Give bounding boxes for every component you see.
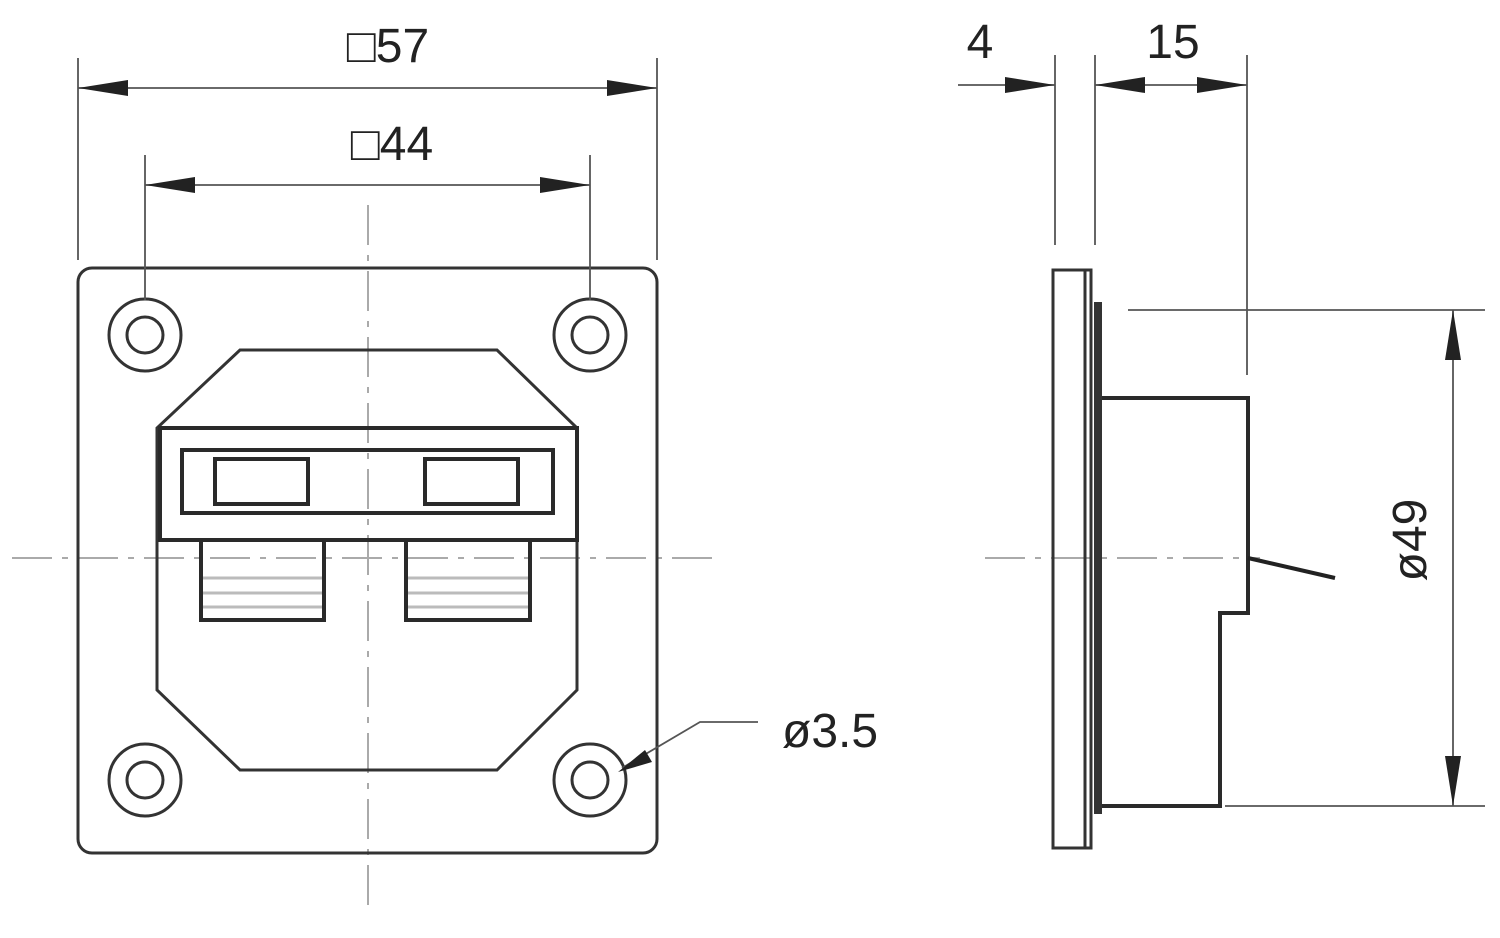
hole-ring [107,742,183,818]
dimension-4-label: 4 [967,16,994,69]
hole [570,760,610,800]
button-right [423,457,520,506]
hole-ring [552,297,628,373]
dimension-57: □57 [77,20,658,260]
dimension-57-label: □57 [347,20,429,73]
terminal-right [404,540,532,622]
hole [125,315,165,355]
rear-body [1102,396,1250,808]
mounting-plate [76,266,659,855]
gasket [1094,302,1102,814]
terminal-body [155,348,579,772]
side-view: 4 15 ø49 [958,16,1485,850]
dimension-15-label: 15 [1146,16,1199,69]
front-view: □57 □44 ø3.5 [12,20,878,912]
hole-ring [552,742,628,818]
hole [125,760,165,800]
dimension-49-label: ø49 [1384,499,1437,582]
dimension-44: □44 [144,118,591,300]
button-left [213,457,310,506]
dimension-hole-diameter: ø3.5 [618,705,878,772]
leader-line [1247,556,1336,580]
terminal-left [199,540,326,622]
dimension-44-label: □44 [351,118,433,171]
dimension-4-15: 4 15 [958,16,1248,375]
terminal-band [158,426,579,542]
dimension-49: ø49 [1128,309,1485,807]
hole-ring [107,297,183,373]
hole [570,315,610,355]
button-frame [180,448,555,515]
hole-diameter-label: ø3.5 [782,705,878,758]
flange [1051,268,1093,850]
